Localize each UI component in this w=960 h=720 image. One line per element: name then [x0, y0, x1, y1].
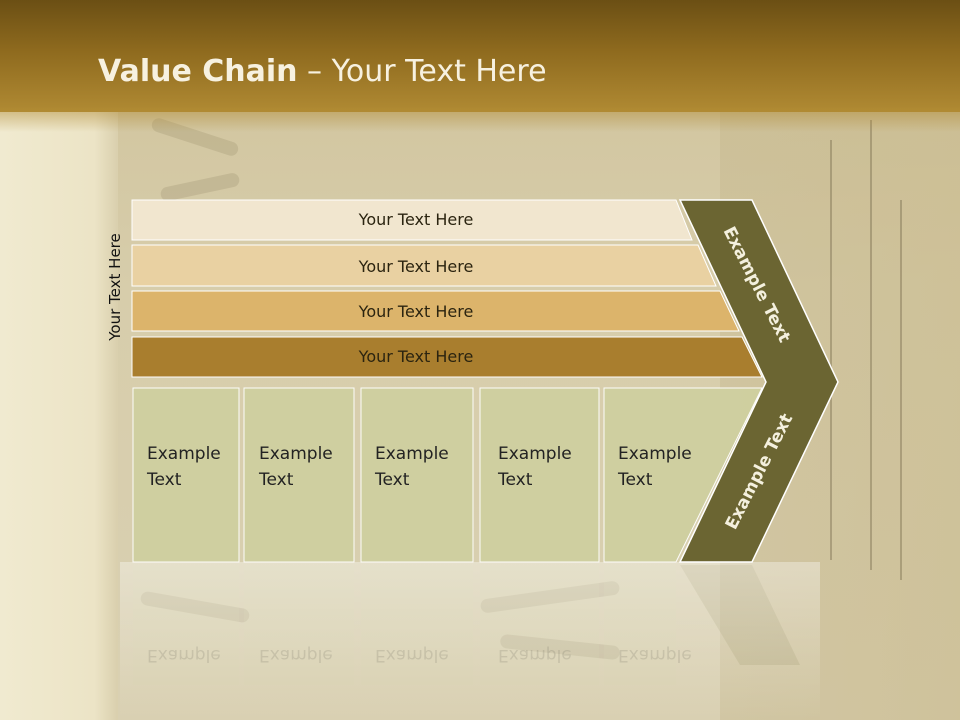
- box-3[interactable]: [360, 387, 474, 563]
- box-2[interactable]: [243, 387, 355, 563]
- bar-2-label: Your Text Here: [358, 257, 474, 276]
- box-1-line1: Example: [147, 444, 221, 464]
- bar-2[interactable]: [131, 244, 717, 287]
- bar-4-label: Your Text Here: [358, 347, 474, 366]
- bar-4[interactable]: [131, 336, 763, 378]
- box-5-line1: Example: [618, 444, 692, 464]
- box-1[interactable]: [132, 387, 240, 563]
- box-4-line1: Example: [498, 444, 572, 464]
- title-rest: – Your Text Here: [297, 54, 547, 89]
- box-4[interactable]: [479, 387, 600, 563]
- chevron-arrow[interactable]: [678, 199, 839, 563]
- bar-1-label: Your Text Here: [358, 210, 474, 229]
- bar-3-label: Your Text Here: [358, 302, 474, 321]
- title-bar-fade: [0, 108, 960, 132]
- box-4-line2: Text: [497, 470, 533, 490]
- box-2-line2: Text: [258, 470, 294, 490]
- bar-3[interactable]: [131, 290, 740, 332]
- title-bold: Value Chain: [98, 54, 298, 89]
- box-3-line2: Text: [374, 470, 410, 490]
- box-5-line2: Text: [617, 470, 653, 490]
- box-3-line1: Example: [375, 444, 449, 464]
- bar-1[interactable]: [131, 199, 693, 241]
- box-1-line2: Text: [146, 470, 182, 490]
- box-2-line1: Example: [259, 444, 333, 464]
- slide-title: Value Chain – Your Text Here: [98, 54, 547, 89]
- reflection-fade: [120, 562, 820, 720]
- title-bar: [0, 0, 960, 112]
